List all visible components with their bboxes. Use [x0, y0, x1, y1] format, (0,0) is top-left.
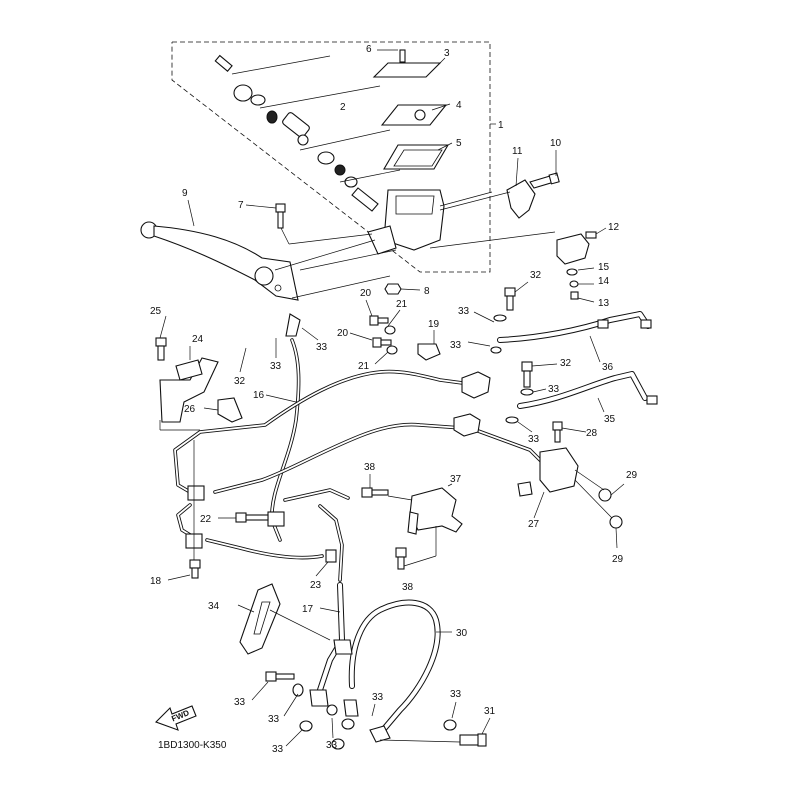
- callout-label: 30: [456, 628, 468, 639]
- callout-label: 33: [548, 384, 560, 395]
- banjo-bolts-lower: [251, 671, 491, 750]
- callout-label: 33: [272, 744, 284, 755]
- master-cylinder-assembly-outline: [171, 41, 491, 273]
- rear-master-cylinder: [361, 483, 463, 570]
- callout-label: 5: [456, 138, 462, 149]
- master-cylinder-body: [299, 189, 556, 271]
- callout-label: 32: [530, 270, 542, 281]
- callout-label: 24: [192, 334, 204, 345]
- callout-label: 34: [208, 601, 220, 612]
- callout-label: 25: [150, 306, 162, 317]
- pivot-bolt-and-nut: [275, 203, 402, 295]
- diagram-code: 1BD1300-K350: [158, 740, 227, 751]
- callout-label: 33: [270, 361, 282, 372]
- callout-label: 33: [458, 306, 470, 317]
- callout-label: 33: [268, 714, 280, 725]
- brake-hoses-upper: [497, 311, 658, 409]
- callout-label: 2: [340, 102, 346, 113]
- callout-label: 35: [604, 414, 616, 425]
- callout-label: 8: [424, 286, 430, 297]
- callout-label: 22: [200, 514, 212, 525]
- callout-label: 29: [612, 554, 624, 565]
- joint-bolts: [369, 309, 495, 365]
- brake-switch: [556, 231, 597, 303]
- callout-label: 33: [316, 342, 328, 353]
- holder-clamp: [439, 172, 560, 219]
- hose-protector: [237, 583, 331, 655]
- callout-label: 17: [302, 604, 314, 615]
- callout-label: 1: [498, 120, 504, 131]
- callout-label: 13: [598, 298, 610, 309]
- callout-label: 38: [364, 462, 376, 473]
- callout-label: 32: [234, 376, 246, 387]
- callout-label: 9: [182, 188, 188, 199]
- callout-label: 12: [608, 222, 620, 233]
- callout-label: 20: [360, 288, 372, 299]
- callout-label: 10: [550, 138, 562, 149]
- callout-label: 19: [428, 319, 440, 330]
- callout-label: 33: [234, 697, 246, 708]
- callout-label: 36: [602, 362, 614, 373]
- callout-label: 11: [512, 146, 523, 157]
- callout-label: 38: [402, 582, 414, 593]
- callout-label: 37: [450, 474, 462, 485]
- banjo-bolts-upper: [490, 281, 587, 443]
- callout-label: 4: [456, 100, 462, 111]
- brake-pipes: [173, 313, 550, 582]
- callout-label: 16: [253, 390, 265, 401]
- callout-label: 31: [484, 706, 496, 717]
- callout-label: 23: [310, 580, 322, 591]
- joint-bracket: [517, 447, 625, 549]
- callout-label: 26: [184, 404, 196, 415]
- pipe-clamps: [218, 512, 337, 577]
- callout-label: 33: [450, 340, 462, 351]
- callout-label: 28: [586, 428, 598, 439]
- callout-labels: 1 2 3 4 5 6 7 8 9 10 11 12 13 14 15 16 1…: [150, 44, 638, 755]
- callout-label: 20: [337, 328, 349, 339]
- callout-label: 7: [238, 200, 244, 211]
- callout-label: 27: [528, 519, 540, 530]
- callout-label: 29: [626, 470, 638, 481]
- callout-label: 33: [326, 740, 338, 751]
- callout-label: 6: [366, 44, 372, 55]
- callout-label: 21: [358, 361, 370, 372]
- brake-hoses-lower: [309, 582, 461, 743]
- hose-guide-brackets: [155, 315, 243, 581]
- callout-label: 15: [598, 262, 610, 273]
- forward-arrow-icon: FWD: [155, 705, 197, 731]
- callout-label: 33: [372, 692, 384, 703]
- callout-label: 21: [396, 299, 408, 310]
- callout-label: 33: [450, 689, 462, 700]
- piston-kit-parts: [214, 54, 401, 212]
- callout-label: 14: [598, 276, 610, 287]
- callout-label: 32: [560, 358, 572, 369]
- callout-label: 3: [444, 48, 450, 59]
- callout-label: 33: [528, 434, 540, 445]
- callout-label: 18: [150, 576, 162, 587]
- brake-lever: [140, 221, 391, 301]
- reservoir-cap-parts: [372, 49, 453, 170]
